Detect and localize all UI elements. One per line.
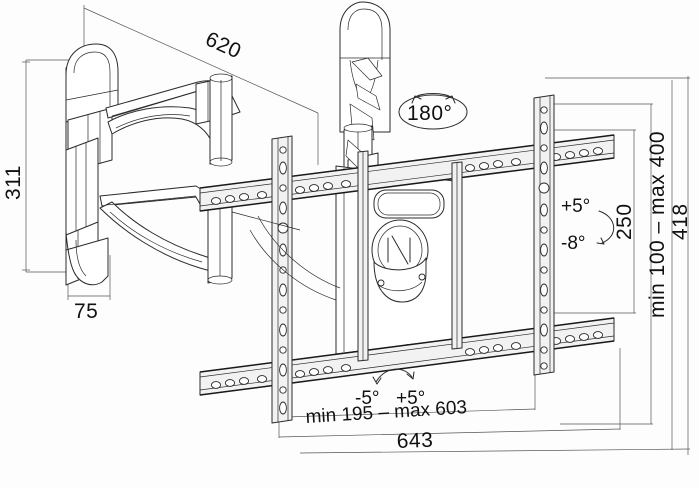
label-width-range: min 195 – max 603 <box>305 397 468 428</box>
right-vrail-holes <box>538 106 550 370</box>
label-311: 311 <box>2 165 25 200</box>
label-418: 418 <box>669 203 692 240</box>
label-tilt-up: +5° <box>561 196 590 217</box>
angle-labels: 180° +5° -8° -5° +5° <box>355 102 590 409</box>
label-75: 75 <box>74 300 98 323</box>
label-620: 620 <box>202 28 245 64</box>
label-250: 250 <box>613 203 636 240</box>
label-rotate-right: +5° <box>396 388 425 409</box>
lower-rail-holes <box>210 331 604 389</box>
horizontal-rails <box>199 134 615 396</box>
dimension-labels: 620 311 75 250 min 100 – max 400 418 min… <box>2 28 692 453</box>
label-height-range: min 100 – max 400 <box>646 131 669 318</box>
rotate-annotation <box>372 368 415 385</box>
label-180-degrees: 180° <box>407 102 452 125</box>
vertical-rails <box>271 94 555 424</box>
swivel-180-annotation <box>398 93 468 130</box>
upper-rail-holes <box>210 147 604 205</box>
articulating-arm-assembly <box>65 43 241 286</box>
tilt-annotation <box>596 210 615 245</box>
construction-lines <box>231 211 341 301</box>
label-643: 643 <box>396 429 433 453</box>
label-rotate-left: -5° <box>355 388 380 409</box>
label-tilt-down: -8° <box>561 233 586 254</box>
